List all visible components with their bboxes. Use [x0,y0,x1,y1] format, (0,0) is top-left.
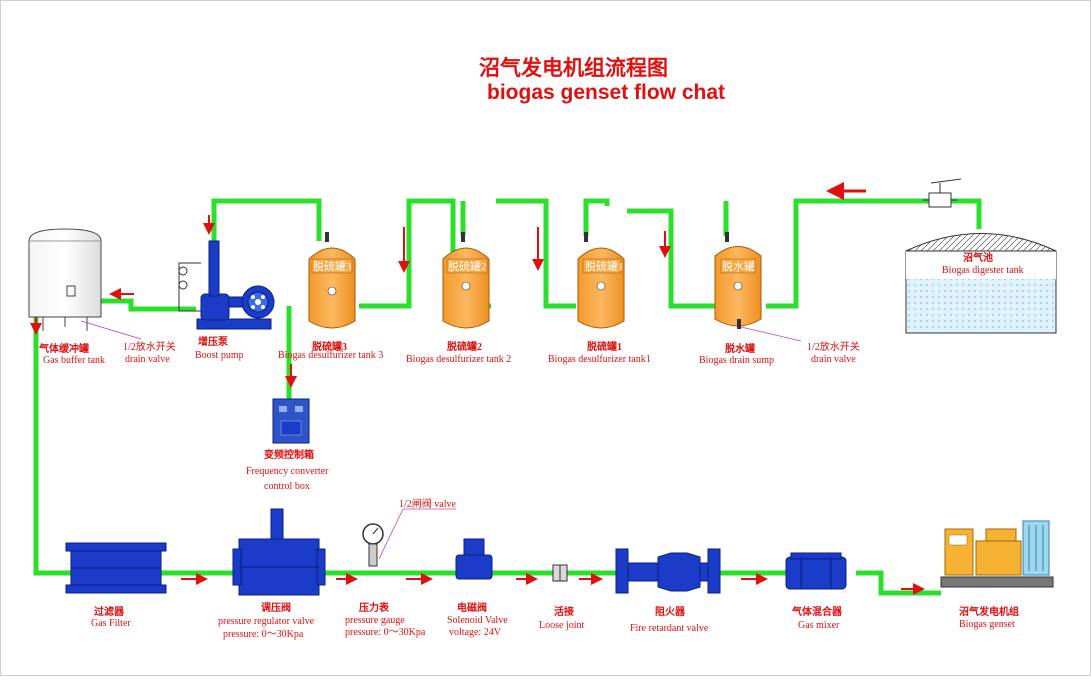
drain-valve-right-en: drain valve [811,354,856,365]
digester-tank: 沼气池 Biogas digester tank [905,178,1057,334]
gas-mixer-label-en: Gas mixer [798,620,840,631]
desulf2-tag: 脱硫罐2 [448,259,487,273]
desulf3-label-cn: 脱硫罐3 [312,340,347,353]
solenoid-label-cn: 电磁阀 [457,601,487,614]
fire-valve-label-cn: 阻火器 [655,606,686,618]
desulf2-label-cn: 脱硫罐2 [447,340,482,353]
buffer-tank-label-en: Gas buffer tank [43,355,105,366]
pressure-regulator: 调压阀 pressure regulator valve pressure: 0… [218,508,326,640]
desulf2-label-en: Biogas desulfurizer tank 2 [406,354,511,365]
regulator-label-cn: 调压阀 [261,601,291,614]
drain-valve-left-en: drain valve [125,354,170,365]
converter-label-en2: control box [264,481,310,492]
digester-label-cn: 沼气池 [963,251,993,264]
genset-label-cn: 沼气发电机组 [959,605,1019,618]
gas-mixer-label-cn: 气体混合器 [791,605,843,618]
gas-buffer-tank: 气体缓冲罐 Gas buffer tank 1/2放水开关 drain valv… [28,228,176,366]
desulf3-tag: 脱硫罐3 [313,259,352,273]
gauge-label-en: pressure gauge [345,615,405,626]
converter-label-en1: Frequency converter [246,466,329,477]
biogas-genset: 沼气发电机组 Biogas genset [940,520,1054,630]
desulf3-label-en: Biogas desulfurizer tank 3 [278,350,383,361]
desulf1-label-en: Biogas desulfurizer tank1 [548,354,651,365]
desulf1-label-cn: 脱硫罐1 [587,340,622,353]
gas-filter-label-en: Gas Filter [91,618,131,629]
gauge-detail: pressure: 0～30Kpa [345,627,426,638]
fire-valve-label-en: Fire retardant valve [630,623,709,634]
solenoid-valve: 电磁阀 Solenoid Valve voltage: 24V [447,538,508,638]
desulf1-tag: 脱硫罐1 [585,259,624,273]
desulfurizer-tank-3: 脱硫罐3 脱硫罐3 Biogas desulfurizer tank 3 [278,232,383,361]
regulator-detail: pressure: 0～30Kpa [223,629,304,640]
frequency-converter-box: 变频控制箱 Frequency converter control box [246,398,329,492]
loose-joint-label-en: Loose joint [539,620,584,631]
gas-filter: 过滤器 Gas Filter [65,542,167,629]
fire-retardant-valve: 阻火器 Fire retardant valve [615,548,721,634]
gas-mixer: 气体混合器 Gas mixer [785,552,847,631]
pressure-gauge: 1/2闸阀 valve 压力表 pressure gauge pressure:… [345,497,456,638]
drain-valve-right-cn: 1/2放水开关 [807,340,860,353]
drain-sump-tank: 脱水罐 脱水罐 Biogas drain sump 1/2放水开关 drain … [699,232,860,366]
boost-pump: 增压泵 Boost pump [178,240,275,361]
title-cn: 沼气发电机组流程图 [479,56,668,80]
boost-pump-label-en: Boost pump [195,350,244,361]
digester-label-en: Biogas digester tank [942,265,1024,276]
upper-pipeline [33,198,982,596]
genset-label-en: Biogas genset [959,619,1015,630]
drain-valve-left-cn: 1/2放水开关 [123,340,176,353]
solenoid-label-en: Solenoid Valve [447,615,508,626]
loose-joint: 活接 Loose joint [539,564,584,631]
drain-sump-label-en: Biogas drain sump [699,355,774,366]
title-en: biogas genset flow chat [487,81,725,104]
buffer-tank-label-cn: 气体缓冲罐 [38,342,89,355]
regulator-label-en: pressure regulator valve [218,616,315,627]
desulfurizer-tank-2: 脱硫罐2 脱硫罐2 Biogas desulfurizer tank 2 [406,232,511,365]
desulfurizer-tank-1: 脱硫罐1 脱硫罐1 Biogas desulfurizer tank1 [548,232,651,365]
converter-label-cn: 变频控制箱 [264,448,314,461]
drain-sump-label-cn: 脱水罐 [725,342,755,355]
flow-arrows [30,182,925,595]
boost-pump-label-cn: 增压泵 [198,335,229,348]
solenoid-detail: voltage: 24V [449,627,502,638]
gas-filter-label-cn: 过滤器 [94,605,125,618]
loose-joint-label-cn: 活接 [554,605,574,618]
gate-valve-label: 1/2闸阀 valve [399,497,456,510]
gauge-label-cn: 压力表 [359,601,390,614]
drain-sump-tag: 脱水罐 [722,259,755,273]
